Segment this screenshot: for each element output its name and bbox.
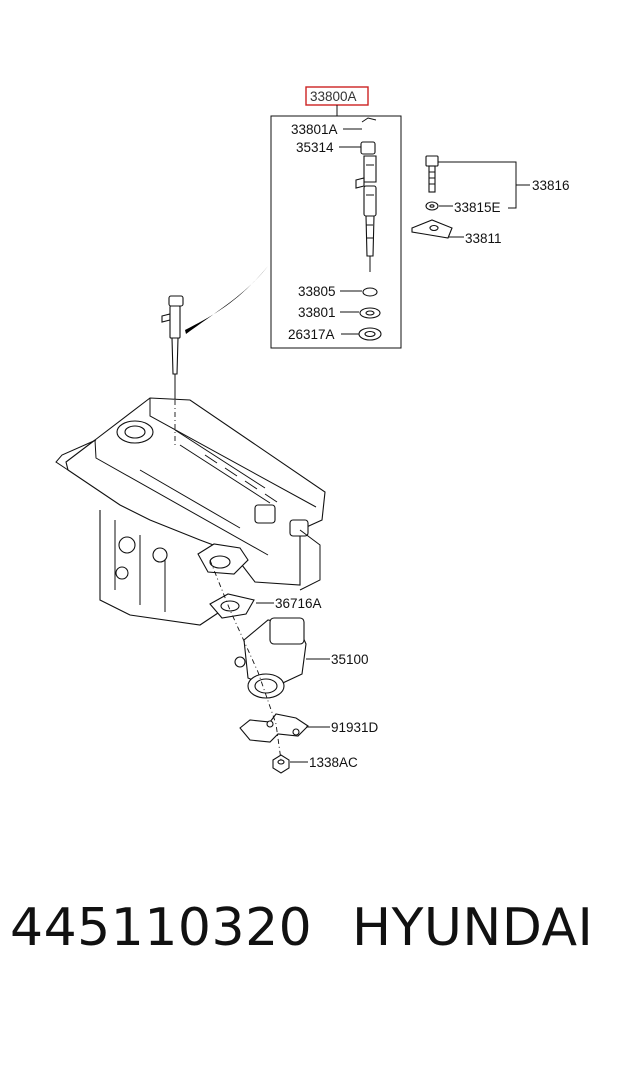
label-assembly[interactable]: 33800A xyxy=(310,89,357,104)
assembly-centerline xyxy=(174,400,282,761)
label-clamp[interactable]: 33811 xyxy=(465,231,502,246)
bracket-icon xyxy=(239,713,309,743)
engine-block-icon xyxy=(55,397,326,626)
label-o-ring[interactable]: 33805 xyxy=(298,284,336,299)
pointer-arrow xyxy=(185,266,268,334)
injector-icon xyxy=(355,117,377,272)
part-number: 445110320 xyxy=(10,898,313,958)
label-bolt-set[interactable]: 33816 xyxy=(532,178,570,193)
label-gasket-throttle[interactable]: 36716A xyxy=(275,596,322,611)
label-nut[interactable]: 1338AC xyxy=(309,755,358,770)
label-washer-e[interactable]: 33815E xyxy=(454,200,501,215)
label-seal[interactable]: 33801 xyxy=(298,305,336,320)
o-ring-icon xyxy=(362,287,378,297)
throttle-body-icon xyxy=(234,617,307,699)
label-throttle-body[interactable]: 35100 xyxy=(331,652,369,667)
gasket-ring-icon xyxy=(358,327,382,341)
label-gasket-ring[interactable]: 26317A xyxy=(288,327,335,342)
brand-name: HYUNDAI xyxy=(352,898,594,958)
bolt-icon xyxy=(425,155,439,193)
seal-icon xyxy=(359,307,381,319)
washer-icon xyxy=(425,201,439,211)
gasket-throttle-icon xyxy=(209,593,255,619)
nut-icon xyxy=(272,754,290,774)
injector-small-icon xyxy=(161,295,184,400)
parts-diagram: 33800A 33801A 35314 33805 33801 26317A xyxy=(55,86,570,774)
label-nozzle-clip[interactable]: 33801A xyxy=(291,122,338,137)
clamp-icon xyxy=(411,219,453,239)
label-bracket[interactable]: 91931D xyxy=(331,720,379,735)
label-sleeve[interactable]: 35314 xyxy=(296,140,334,155)
footer: 445110320 HYUNDAI xyxy=(0,898,620,978)
egr-gasket-flange-icon xyxy=(197,543,249,575)
assembly-box xyxy=(270,115,402,349)
